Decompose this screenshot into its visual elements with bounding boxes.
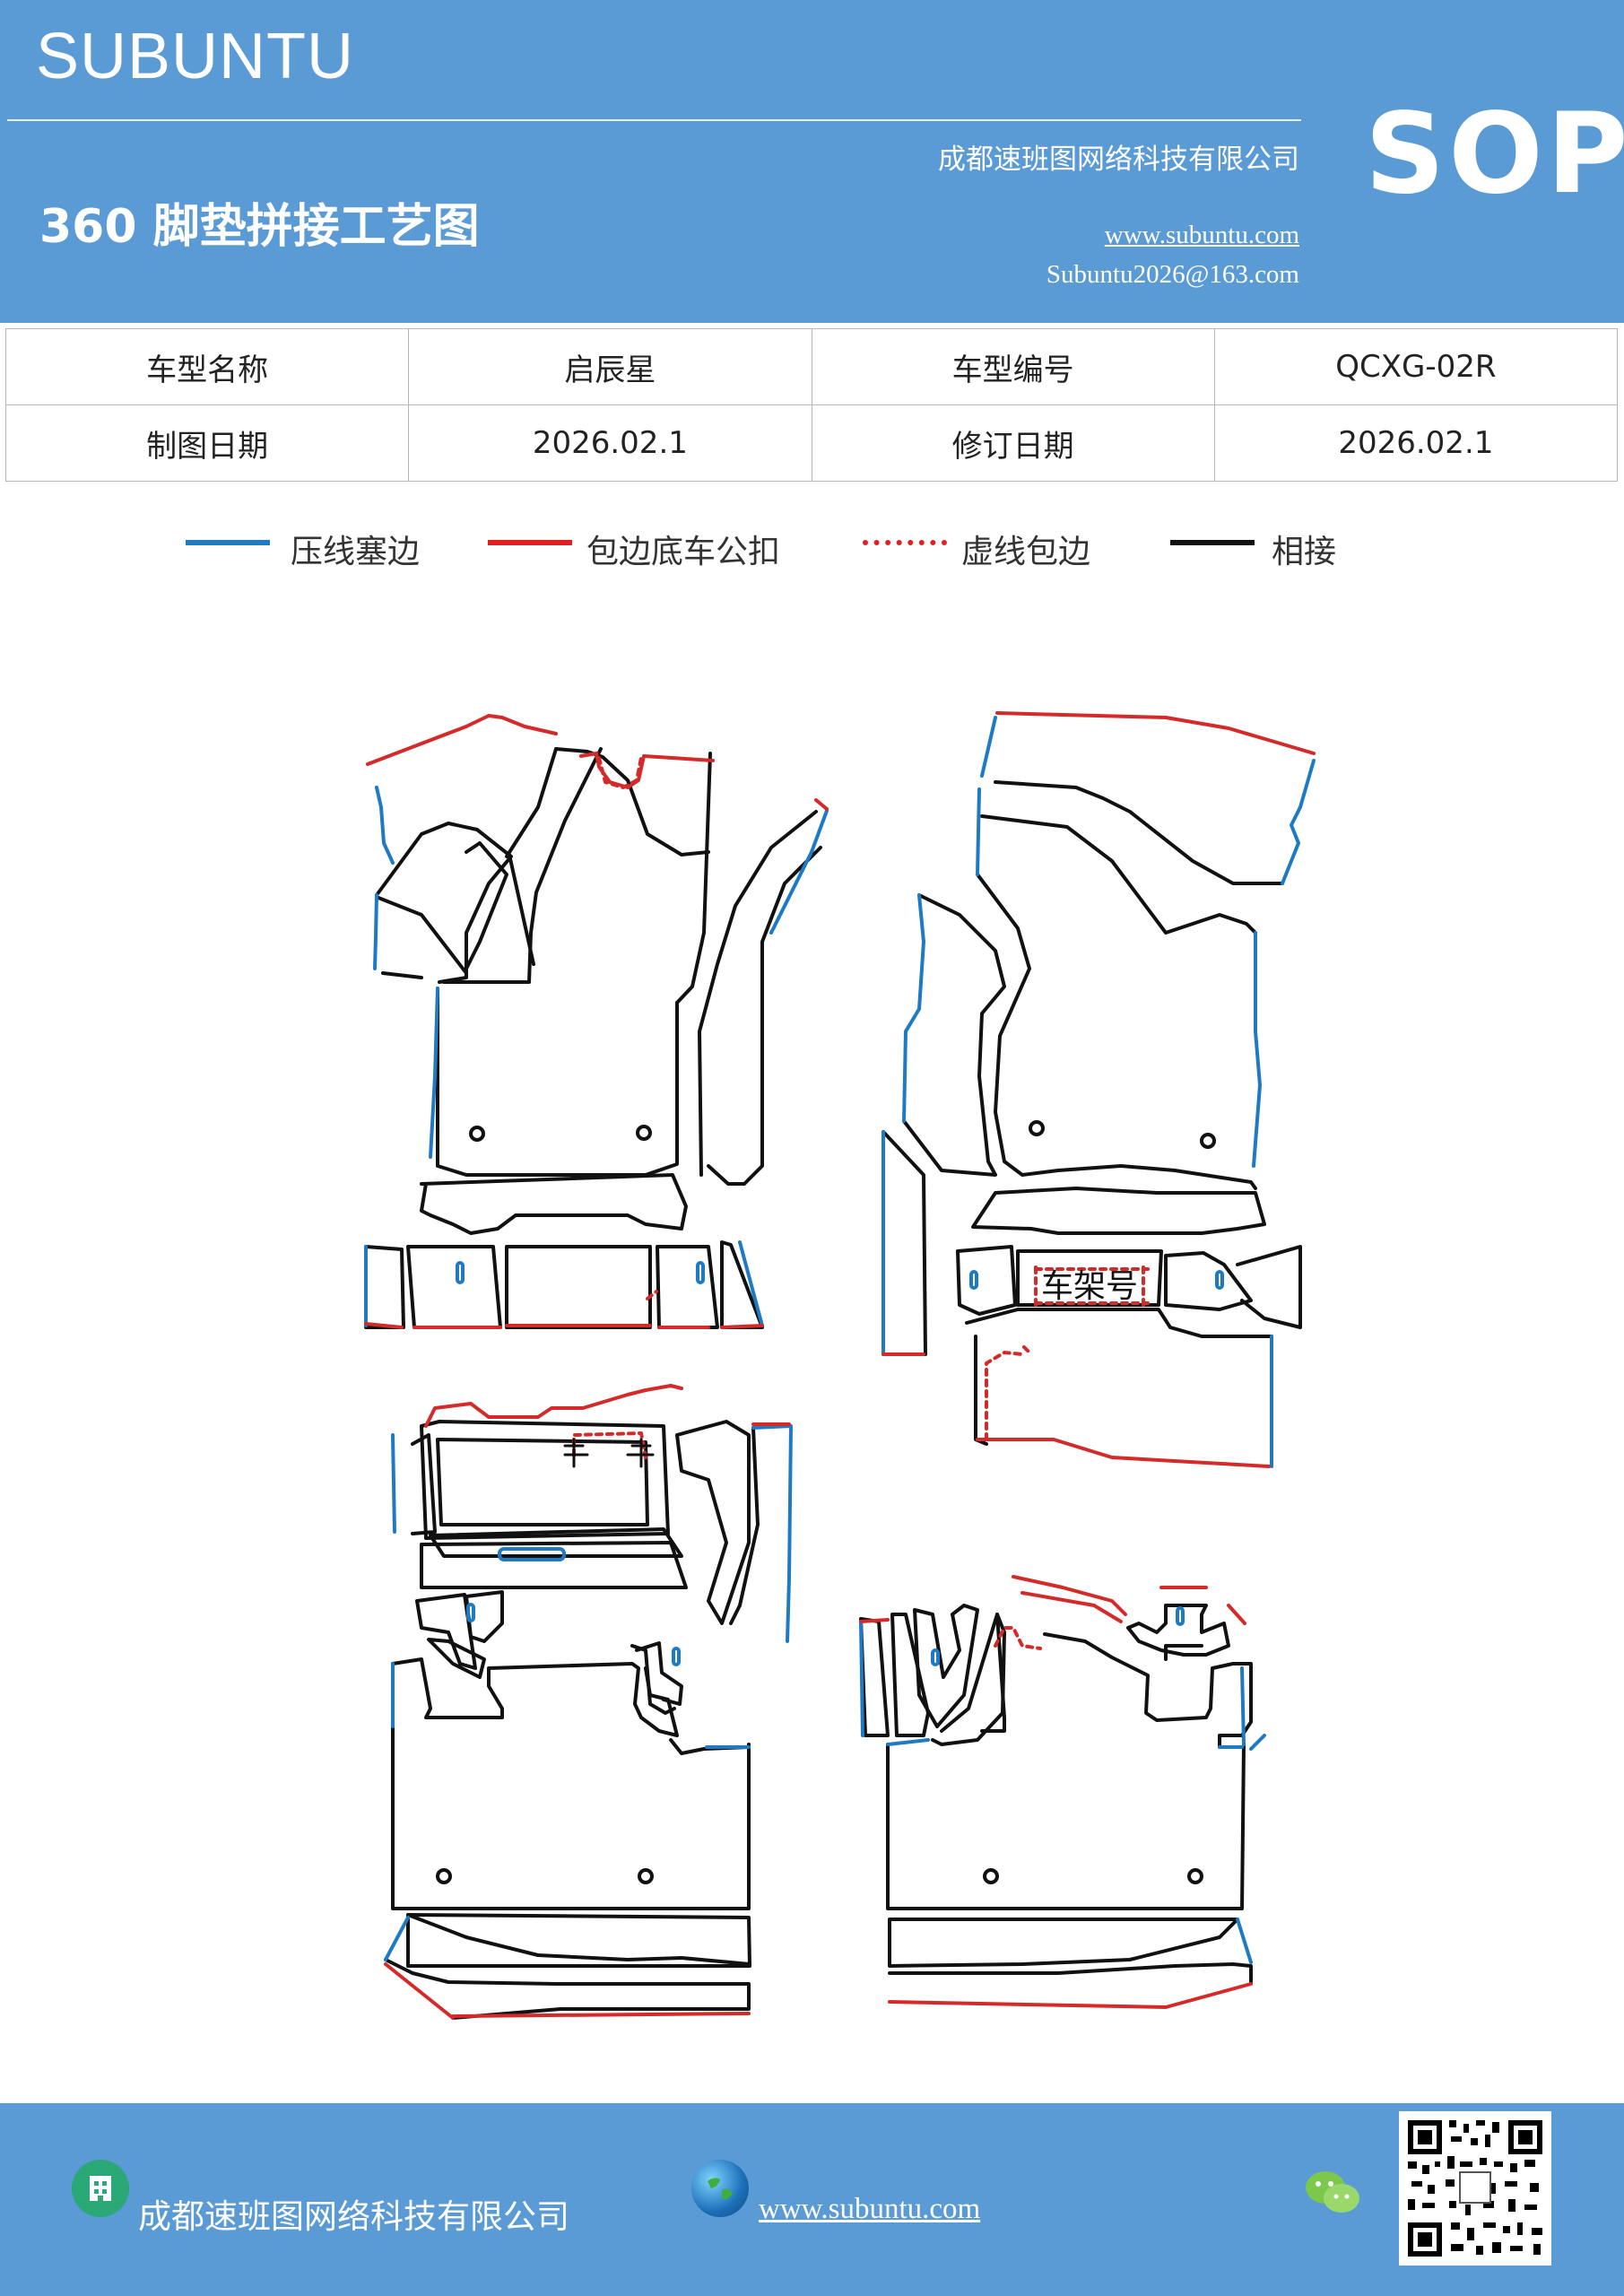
fixing-hole: [636, 1125, 652, 1141]
table-cell: 启辰星: [408, 328, 812, 405]
page-footer: 成都速班图网络科技有限公司 www.subuntu.com: [0, 2103, 1624, 2296]
brand-name: SUBUNTU: [36, 21, 355, 92]
fixing-hole: [436, 1868, 452, 1884]
table-cell: 2026.02.1: [408, 404, 812, 482]
footer-company-name: 成都速班图网络科技有限公司: [138, 2197, 569, 2236]
sop-badge: SOP: [1365, 90, 1624, 219]
fixing-hole: [1029, 1120, 1045, 1136]
legend-label: 相接: [1272, 534, 1337, 570]
table-cell: 制图日期: [4, 404, 410, 482]
line-legend: 压线塞边 包边底车公扣 虚线包边 相接: [0, 520, 1624, 574]
document-title: 360 脚垫拼接工艺图: [39, 200, 480, 254]
table-cell: QCXG-02R: [1213, 328, 1619, 405]
legend-swatch-black: [1170, 540, 1255, 545]
table-row: 车型名称 启辰星 车型编号 QCXG-02R: [4, 328, 1619, 405]
table-cell: 修订日期: [811, 404, 1215, 482]
dotted-wrap-edges: [572, 756, 1145, 1650]
legend-label: 包边底车公扣: [586, 534, 781, 570]
building-icon: [72, 2160, 129, 2217]
fixing-hole: [983, 1868, 999, 1884]
legend-swatch-blue: [186, 540, 270, 545]
website-link[interactable]: www.subuntu.com: [1104, 221, 1299, 249]
header-divider: [7, 119, 1301, 121]
table-cell: 车型编号: [811, 328, 1215, 405]
wechat-icon[interactable]: [1302, 2166, 1365, 2220]
vehicle-info-table: 车型名称 启辰星 车型编号 QCXG-02R 制图日期 2026.02.1 修订…: [4, 328, 1619, 482]
legend-label: 虚线包边: [961, 534, 1091, 570]
vin-plate: 车架号: [1034, 1267, 1150, 1305]
table-cell: 车型名称: [4, 328, 410, 405]
footer-website-link[interactable]: www.subuntu.com: [759, 2193, 981, 2225]
floor-mat-diagram: 车架号: [364, 711, 1316, 2020]
qr-code[interactable]: [1399, 2111, 1551, 2266]
vin-label: 车架号: [1041, 1268, 1138, 1305]
globe-icon: [691, 2160, 749, 2217]
press-line-edges: [364, 716, 1316, 1964]
legend-swatch-red: [488, 540, 572, 545]
table-row: 制图日期 2026.02.1 修订日期 2026.02.1: [4, 404, 1619, 482]
legend-swatch-dotted: [863, 540, 947, 545]
fixing-hole: [1200, 1133, 1216, 1149]
fixing-hole: [638, 1868, 654, 1884]
seam-lines: [364, 747, 1302, 2020]
fixing-holes: [436, 1120, 1216, 1884]
legend-label: 压线塞边: [291, 534, 421, 570]
fixing-hole: [1187, 1868, 1203, 1884]
page-header: SUBUNTU 360 脚垫拼接工艺图 成都速班图网络科技有限公司 www.su…: [0, 0, 1624, 323]
fixing-hole: [469, 1126, 485, 1142]
company-name: 成都速班图网络科技有限公司: [938, 144, 1299, 176]
email-address: Subuntu2026@163.com: [1046, 260, 1299, 289]
table-cell: 2026.02.1: [1213, 404, 1619, 482]
clip-marks: [563, 1438, 655, 1468]
wrap-edges: [364, 711, 1316, 2020]
